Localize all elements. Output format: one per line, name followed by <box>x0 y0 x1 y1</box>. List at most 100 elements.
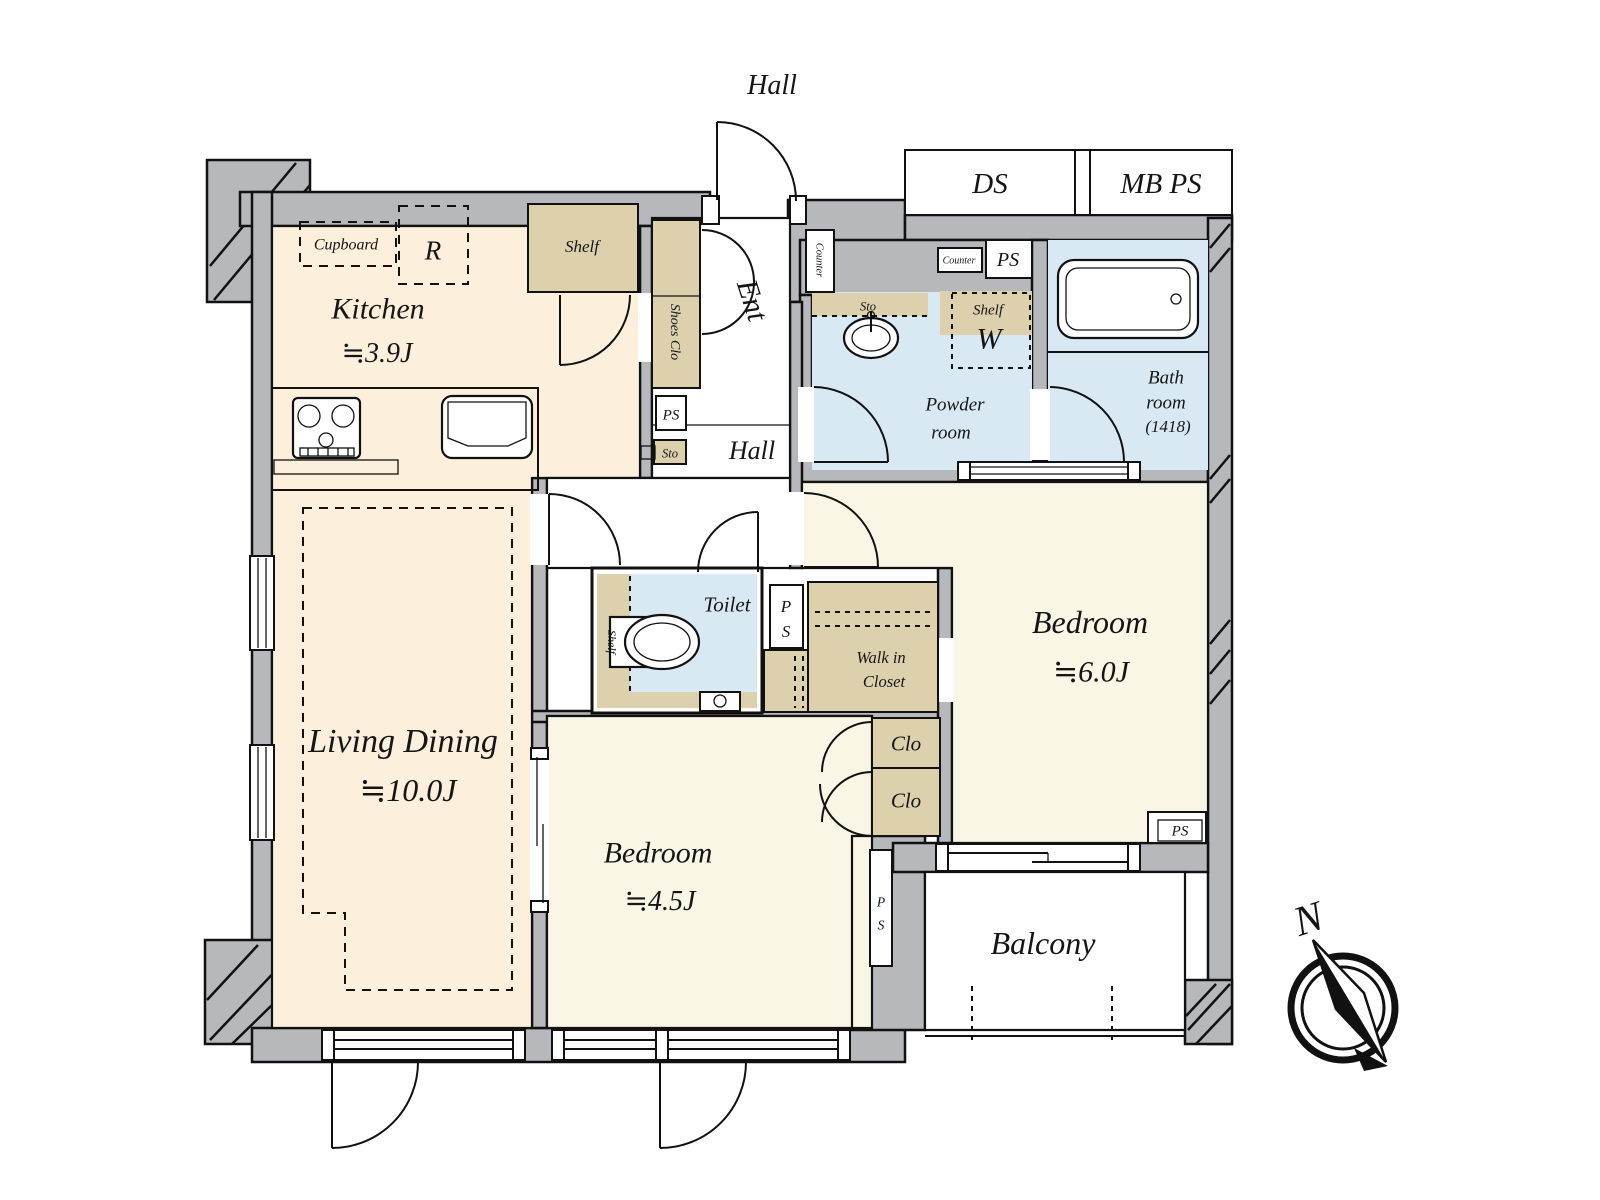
label-ds: DS <box>971 168 1008 200</box>
kitchen-door-arc <box>559 294 631 366</box>
kitchen-counter-notch <box>273 459 399 475</box>
label-bedroom-second-area: ≒4.5J <box>625 886 697 917</box>
pillar-balcony-corner-hatch <box>1185 983 1233 1045</box>
label-bedroom-second-name: Bedroom <box>604 837 713 870</box>
toilet-drain-box <box>699 691 741 712</box>
powder-room <box>812 291 1032 463</box>
powder-door <box>813 386 889 463</box>
compass-ring-inner <box>1300 965 1386 1051</box>
bedroom-main-items <box>803 461 1207 844</box>
label-living-name: Living Dining <box>307 723 498 760</box>
label-shelf-kitchen: Shelf <box>565 237 601 256</box>
kitchen-shelf-box <box>527 203 639 293</box>
sto-kitchen-box <box>653 439 687 465</box>
cupboard-box <box>299 221 397 267</box>
walk-in-closet-bump <box>763 649 809 713</box>
label-cupboard: Cupboard <box>314 237 379 254</box>
label-counter-bath: Counter <box>943 256 976 267</box>
label-washer: W <box>977 323 1005 356</box>
label-ps-balcony-p: P <box>876 895 885 910</box>
bedroom-second-floor-outline <box>545 714 874 1030</box>
hall-living-door <box>548 493 621 566</box>
label-mb-ps: MB PS <box>1119 168 1202 200</box>
label-shelf-toilet: Shelf <box>605 630 619 656</box>
label-shelf-powder: Shelf <box>973 302 1005 318</box>
wall-right-hatch <box>1209 223 1231 705</box>
label-balcony: Balcony <box>991 925 1097 961</box>
ds-divider <box>1074 149 1091 216</box>
counter-entrance-niche <box>805 229 835 293</box>
shoes-closet <box>651 219 701 389</box>
living-dining-dashed-zone <box>302 507 513 991</box>
window-door-living <box>331 1061 419 1149</box>
compass-needle-barb <box>1354 1048 1388 1071</box>
label-shoes-clo: Shoes Clo <box>667 304 682 360</box>
label-ps-bedroom: PS <box>1171 823 1189 839</box>
bathtub-icon <box>1056 258 1200 340</box>
window-living <box>321 1029 526 1061</box>
walk-in-closet <box>807 581 939 713</box>
wall-top-right <box>903 213 1234 242</box>
label-kitchen-area: ≒3.9J <box>342 338 414 369</box>
label-sto-kitchen: Sto <box>662 446 678 460</box>
opening-hall-living <box>530 494 549 565</box>
balcony-items <box>869 843 1185 1040</box>
shoes-door-arc-lower <box>701 281 755 335</box>
compass <box>1287 939 1399 1071</box>
kitchen-fixtures <box>271 203 639 491</box>
opening-bath <box>1030 389 1050 460</box>
ps-toilet-box <box>769 584 804 649</box>
shoes-door-arc-upper <box>701 229 755 283</box>
entrance-jamb-left <box>701 195 720 225</box>
label-powder-2: room <box>931 423 970 444</box>
shelf-powder-area <box>940 291 1032 335</box>
label-bath-3: (1418) <box>1145 417 1191 436</box>
sto-powder-strip <box>812 293 928 316</box>
stove-icon <box>291 396 362 460</box>
label-toilet: Toilet <box>703 592 751 616</box>
opening-kitchen <box>638 293 654 362</box>
washer-space <box>951 292 1031 369</box>
duct-spaces <box>904 149 1233 216</box>
entrance-door-arc <box>716 121 797 202</box>
closet-upper <box>871 717 941 769</box>
label-clo-upper: Clo <box>891 731 921 755</box>
wall-openings <box>530 293 1050 912</box>
label-ps-balcony-s: S <box>878 918 885 933</box>
bottom-windows <box>321 1029 851 1149</box>
washbasin-icon <box>842 310 900 360</box>
window-bedroom-main-top <box>957 461 1141 481</box>
label-compass-north: N <box>1287 893 1331 946</box>
window-left-1 <box>249 555 275 651</box>
label-hall-top: Hall <box>746 70 797 101</box>
label-sto-powder: Sto <box>860 299 876 313</box>
label-counter-entrance: Counter <box>813 243 824 278</box>
compass-ring-outer <box>1287 952 1399 1064</box>
entrance-jamb-right <box>789 195 807 225</box>
mb-ps-box <box>1089 149 1233 216</box>
sto-hook <box>640 445 656 460</box>
label-fridge: R <box>424 235 442 265</box>
ps-kitchen-box <box>655 395 687 431</box>
hall-floor <box>545 476 792 570</box>
ds-box <box>904 149 1076 216</box>
window-door-bedroom2 <box>659 1061 747 1149</box>
toilet-room <box>590 511 764 715</box>
label-wic-1: Walk in <box>856 648 905 667</box>
label-clo-lower: Clo <box>891 788 921 812</box>
window-bedroom2 <box>551 1029 851 1061</box>
drain-icon <box>713 694 727 708</box>
toilet-icon <box>608 613 701 671</box>
opening-bedroom-main <box>788 492 804 565</box>
label-powder-1: Powder <box>924 395 985 416</box>
label-bedroom-main-area: ≒6.0J <box>1053 656 1131 689</box>
label-living-area: ≒10.0J <box>359 772 458 808</box>
opening-sliding-bedroom2 <box>530 748 549 912</box>
label-ps-kitchen: PS <box>662 407 680 423</box>
closet-bifold-doors <box>819 721 873 837</box>
bedroom-main-door <box>803 492 879 568</box>
wall-top <box>238 190 712 228</box>
label-bath-1: Bath <box>1148 368 1184 389</box>
